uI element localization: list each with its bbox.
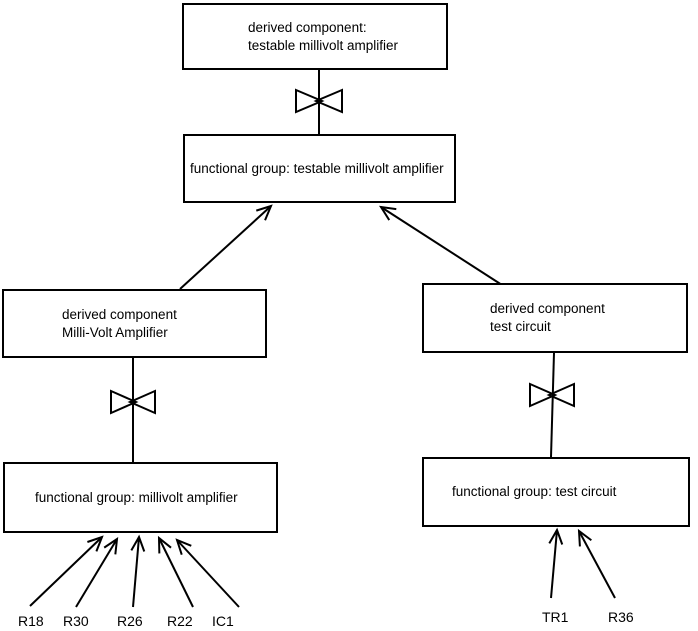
node-text-line: functional group: testable millivolt amp… — [190, 160, 444, 176]
arrow-r36-to-fg-test — [577, 528, 616, 599]
label-r30: R30 — [63, 613, 89, 629]
label-r22: R22 — [167, 613, 193, 629]
label-tr1: TR1 — [542, 609, 569, 625]
node-fg-millivolt-amplifier: functional group: millivolt amplifier — [3, 462, 278, 533]
node-fg-testable-millivolt-amplifier: functional group: testable millivolt amp… — [183, 134, 456, 203]
node-text-line: functional group: millivolt amplifier — [35, 489, 238, 505]
node-derived-testable-millivolt-amplifier: derived component: testable millivolt am… — [182, 3, 448, 70]
arrow-r30-to-fg-millivolt — [75, 536, 119, 608]
node-fg-test-circuit: functional group: test circuit — [422, 457, 690, 527]
node-text-line: Milli-Volt Amplifier — [62, 324, 168, 340]
arrow-r18-to-fg-millivolt — [29, 535, 104, 607]
bowtie-symbol-top — [295, 88, 343, 114]
node-text-line: test circuit — [490, 319, 551, 334]
node-text-line: testable millivolt amplifier — [248, 37, 399, 53]
node-text-line: derived component — [62, 306, 177, 322]
node-derived-milli-volt-amplifier: derived component Milli-Volt Amplifier — [2, 289, 267, 358]
node-text-line: derived component: — [248, 19, 367, 35]
node-text-line: functional group: test circuit — [452, 484, 617, 499]
arrow-derived-millivolt-to-fg-testable — [179, 204, 273, 290]
bowtie-symbol-left — [110, 389, 156, 415]
arrow-r26-to-fg-millivolt — [130, 534, 146, 608]
bowtie-symbol-right — [529, 382, 575, 408]
label-r36: R36 — [608, 609, 634, 625]
node-text-line: derived component — [490, 301, 605, 316]
arrow-r22-to-fg-millivolt — [157, 535, 194, 608]
arrow-derived-test-to-fg-testable — [379, 205, 503, 286]
label-ic1: IC1 — [212, 613, 234, 629]
arrow-ic1-to-fg-millivolt — [175, 538, 240, 608]
node-derived-test-circuit: derived component test circuit — [422, 283, 688, 353]
label-r18: R18 — [18, 613, 44, 629]
edge-derived-test-to-fg-test — [550, 352, 555, 458]
label-r26: R26 — [117, 613, 143, 629]
arrow-tr1-to-fg-test — [548, 527, 564, 599]
